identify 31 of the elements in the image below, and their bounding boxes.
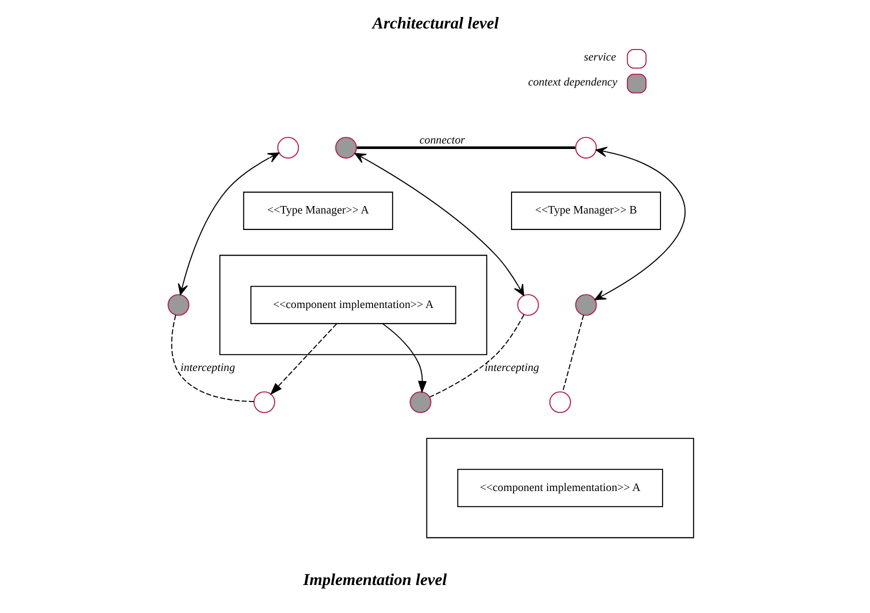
arrow — [178, 152, 280, 296]
cluster — [219, 254, 488, 356]
node-circle — [575, 136, 597, 159]
edge-label: intercepting — [484, 362, 540, 374]
arrow — [382, 323, 427, 394]
node-box: <<component implementation>> A — [250, 286, 456, 324]
node-circle — [575, 294, 597, 316]
node-circle — [410, 391, 432, 414]
arrow — [270, 324, 337, 396]
connector — [562, 314, 584, 392]
arrow — [354, 152, 524, 296]
cluster — [426, 438, 694, 538]
connector — [430, 314, 524, 398]
node-circle — [517, 294, 539, 316]
node-box: <<component implementation>> A — [457, 468, 664, 508]
node-circle — [335, 136, 357, 159]
node-circle — [168, 294, 190, 316]
legend-label: service — [584, 52, 616, 64]
edge-label: connector — [420, 134, 465, 146]
caption: Implementation level — [303, 570, 447, 590]
node-circle — [253, 391, 276, 414]
node-box: <<Type Manager>> B — [511, 192, 661, 230]
edge-label: intercepting — [180, 362, 236, 374]
diagram-title: Architectural level — [372, 14, 499, 33]
node-circle — [277, 136, 299, 159]
legend-label: context dependency — [528, 76, 618, 88]
connector — [356, 146, 576, 150]
node-box: <<Type Manager>> A — [243, 192, 394, 230]
connector — [171, 315, 254, 402]
node-circle — [549, 391, 572, 414]
arrow — [594, 146, 686, 300]
